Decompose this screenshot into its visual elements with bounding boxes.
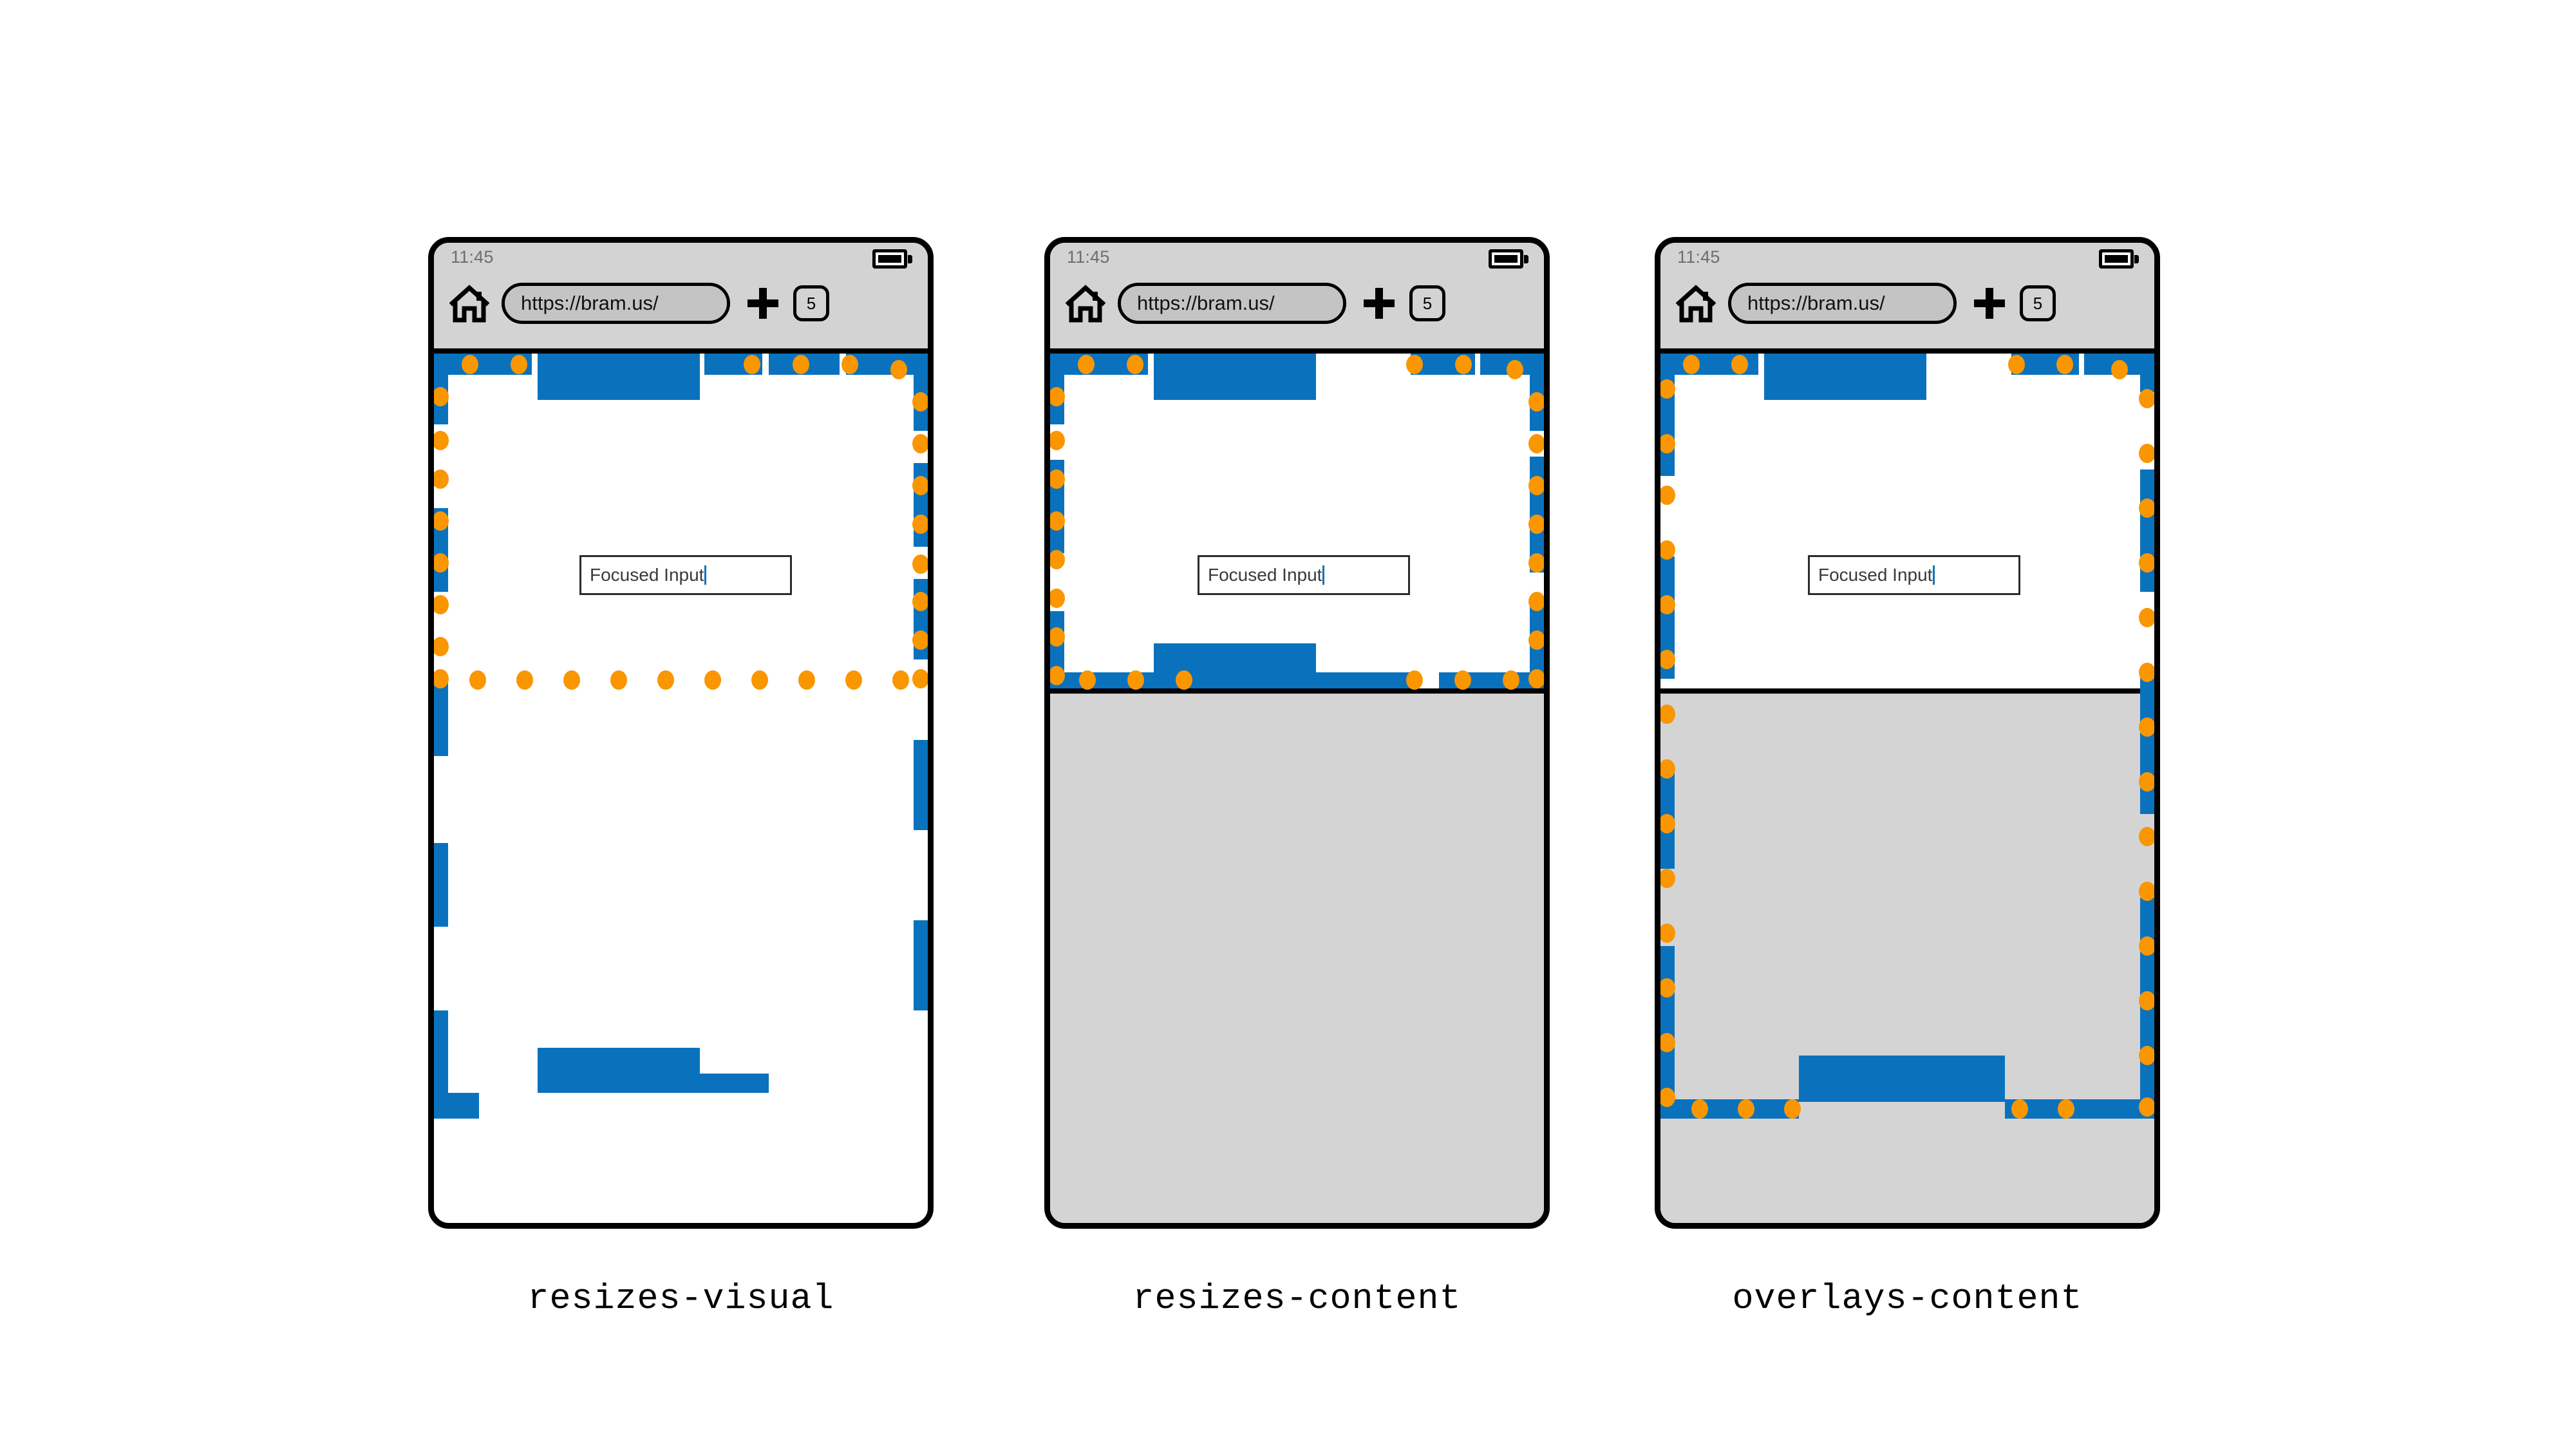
page-footer-block-1 xyxy=(538,1048,700,1093)
url-bar[interactable]: https://bram.us/ xyxy=(502,283,730,324)
home-icon[interactable] xyxy=(1675,284,1717,323)
focused-input-value-3: Focused Input xyxy=(1818,565,1933,585)
focused-input-value-2: Focused Input xyxy=(1208,565,1322,585)
focused-input-value-1: Focused Input xyxy=(590,565,704,585)
caption-overlays-content: overlays-content xyxy=(1732,1278,2083,1319)
status-clock: 11:45 xyxy=(451,247,494,267)
phone-resizes-content: 11:45 https://bram.us/ xyxy=(1044,237,1550,1229)
tab-count-badge[interactable]: 5 xyxy=(793,285,829,321)
browser-chrome-2: 11:45 https://bram.us/ xyxy=(1050,243,1544,354)
status-bar-3: 11:45 xyxy=(1660,243,2154,276)
url-text: https://bram.us/ xyxy=(1137,292,1275,314)
text-caret-1 xyxy=(704,565,707,585)
status-bar-1: 11:45 xyxy=(434,243,928,276)
browser-chrome-3: 11:45 https://bram.us/ xyxy=(1660,243,2154,354)
browser-toolbar-3: https://bram.us/ 5 xyxy=(1660,276,2154,348)
browser-toolbar-2: https://bram.us/ 5 xyxy=(1050,276,1544,348)
url-text: https://bram.us/ xyxy=(521,292,659,314)
battery-icon xyxy=(2099,249,2139,269)
focused-input-resizes-content[interactable]: Focused Input xyxy=(1198,555,1410,595)
battery-icon xyxy=(1489,249,1528,269)
phone-resizes-visual: 11:45 https://bram.us/ xyxy=(428,237,934,1229)
visual-viewport-dots-3 xyxy=(1660,354,2154,1119)
status-clock: 11:45 xyxy=(1067,247,1110,267)
tab-count-badge[interactable]: 5 xyxy=(1409,285,1445,321)
home-icon[interactable] xyxy=(1064,284,1107,323)
phone-overlays-content-real: 11:45 https://bram.us/ xyxy=(1655,237,2160,1229)
browser-chrome-1: 11:45 https://bram.us/ xyxy=(434,243,928,354)
virtual-keyboard-2 xyxy=(1050,688,1544,1223)
visual-viewport-dots-2 xyxy=(1050,354,1544,690)
virtual-keyboard-3 xyxy=(1660,688,2154,1223)
url-text: https://bram.us/ xyxy=(1747,292,1885,314)
page-footer-block-3 xyxy=(1799,1056,2005,1102)
home-icon[interactable] xyxy=(448,284,491,323)
webview-3 xyxy=(1660,354,2154,688)
status-bar-2: 11:45 xyxy=(1050,243,1544,276)
plus-icon[interactable] xyxy=(1362,287,1396,320)
url-bar[interactable]: https://bram.us/ xyxy=(1728,283,1957,324)
battery-icon xyxy=(872,249,912,269)
focused-input-overlays-content[interactable]: Focused Input xyxy=(1808,555,2020,595)
plus-icon[interactable] xyxy=(746,287,780,320)
tab-count-badge[interactable]: 5 xyxy=(2020,285,2056,321)
focused-input-resizes-visual[interactable]: Focused Input xyxy=(579,555,792,595)
webview-2 xyxy=(1050,354,1544,688)
caption-resizes-visual: resizes-visual xyxy=(527,1278,834,1319)
plus-icon[interactable] xyxy=(1973,287,2006,320)
visual-viewport-dots-1 xyxy=(434,354,928,690)
caption-resizes-content: resizes-content xyxy=(1133,1278,1462,1319)
text-caret-2 xyxy=(1322,565,1325,585)
status-clock: 11:45 xyxy=(1677,247,1720,267)
browser-toolbar-1: https://bram.us/ 5 xyxy=(434,276,928,348)
url-bar[interactable]: https://bram.us/ xyxy=(1118,283,1346,324)
text-caret-3 xyxy=(1933,565,1935,585)
